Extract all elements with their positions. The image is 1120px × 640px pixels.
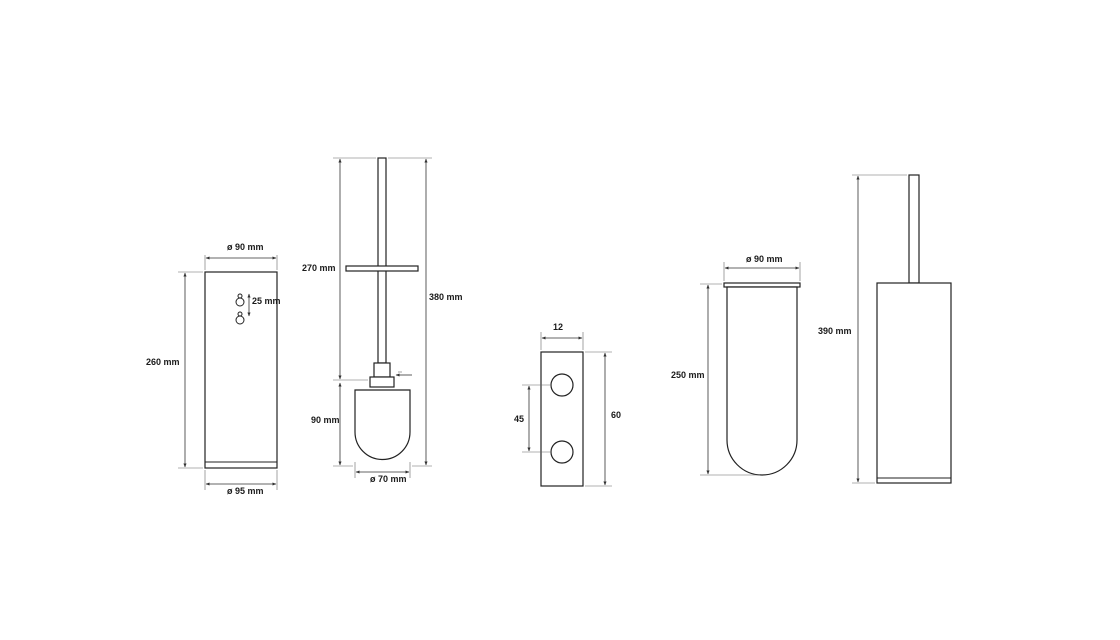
- holder-body: [204, 271, 278, 469]
- assembly-handle: [908, 174, 920, 284]
- brush-view: 270 mm 90 mm 380 mm ø 70 mm: [302, 157, 463, 484]
- brush-head-height-label: 90 mm: [311, 415, 340, 425]
- bracket-plate: [540, 351, 584, 487]
- brush-lid-disc: [345, 265, 419, 272]
- brush-collar: [369, 376, 395, 388]
- insert-cup: [726, 286, 798, 476]
- assembly-height-label: 390 mm: [818, 326, 852, 336]
- bracket-width-label: 12: [553, 322, 563, 332]
- assembly-body: [876, 282, 952, 484]
- insert-height-label: 250 mm: [671, 370, 705, 380]
- keyhole-upper-icon: [235, 293, 245, 307]
- holder-front-view: 25 mm ø 90 mm 260 mm ø 95 mm: [146, 242, 281, 496]
- bracket-hole-upper: [550, 373, 574, 397]
- brush-handle-length-label: 270 mm: [302, 263, 336, 273]
- insert-view: ø 90 mm 250 mm: [671, 254, 801, 476]
- holder-hole-spacing-label: 25 mm: [252, 296, 281, 306]
- holder-bottom-diameter-label: ø 95 mm: [227, 486, 264, 496]
- brush-handle: [377, 157, 387, 364]
- keyhole-lower-icon: [235, 311, 245, 325]
- brush-head-diameter-label: ø 70 mm: [370, 474, 407, 484]
- bracket-view: 12 45 60: [514, 322, 621, 487]
- assembly-view: 390 mm: [818, 174, 952, 484]
- brush-head: [354, 389, 411, 461]
- bracket-hole-lower: [550, 440, 574, 464]
- holder-height-label: 260 mm: [146, 357, 180, 367]
- insert-diameter-label: ø 90 mm: [746, 254, 783, 264]
- bracket-hole-spacing-label: 45: [514, 414, 524, 424]
- brush-neck: [373, 362, 391, 378]
- bracket-height-label: 60: [611, 410, 621, 420]
- brush-total-length-label: 380 mm: [429, 292, 463, 302]
- holder-top-diameter-label: ø 90 mm: [227, 242, 264, 252]
